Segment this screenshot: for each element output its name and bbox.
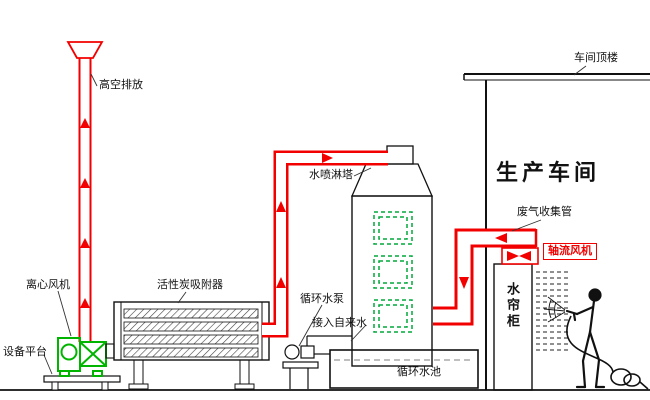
spray-hose [566,315,649,390]
axial-fan-unit [501,247,539,265]
circulating-pool-basin [329,349,479,389]
label-centrifugal-fan: 离心风机 [26,279,70,291]
label-circulating-pool: 循环水池 [397,366,441,378]
label-spray-tower: 水喷淋塔 [309,169,353,181]
label-carbon-adsorber: 活性炭吸附器 [157,279,223,291]
water-curtain-screen [536,271,571,351]
fan-outlet-connector [105,343,115,359]
label-equipment-platform: 设备平台 [3,346,47,358]
label-production-workshop: 生产车间 [496,160,601,185]
label-high-altitude-discharge: 高空排放 [99,79,143,91]
rain-cap [66,41,104,59]
leader-lines [43,65,587,375]
equipment-platform-structure [43,375,121,391]
spray-cone [543,296,566,323]
worker-figure [565,288,606,389]
label-water-curtain-cabinet: 水帘柜 [504,282,520,330]
duct-adsorber-to-tower [262,150,388,338]
duct-curtain-to-tower [433,228,538,326]
label-tap-water-inlet: 接入自来水 [312,317,367,329]
label-circulating-pump: 循环水泵 [300,293,344,305]
centrifugal-fan-unit [57,337,107,377]
label-workshop-roof: 车间顶楼 [574,52,618,64]
circulating-pump-unit [282,335,352,389]
carbon-adsorber-vessel [113,301,270,390]
exhaust-stack [66,41,104,342]
label-gas-collection-pipe: 废气收集管 [517,206,572,218]
spray-tower-vessel [351,145,433,367]
label-axial-flow-fan: 轴流风机 [543,243,597,260]
